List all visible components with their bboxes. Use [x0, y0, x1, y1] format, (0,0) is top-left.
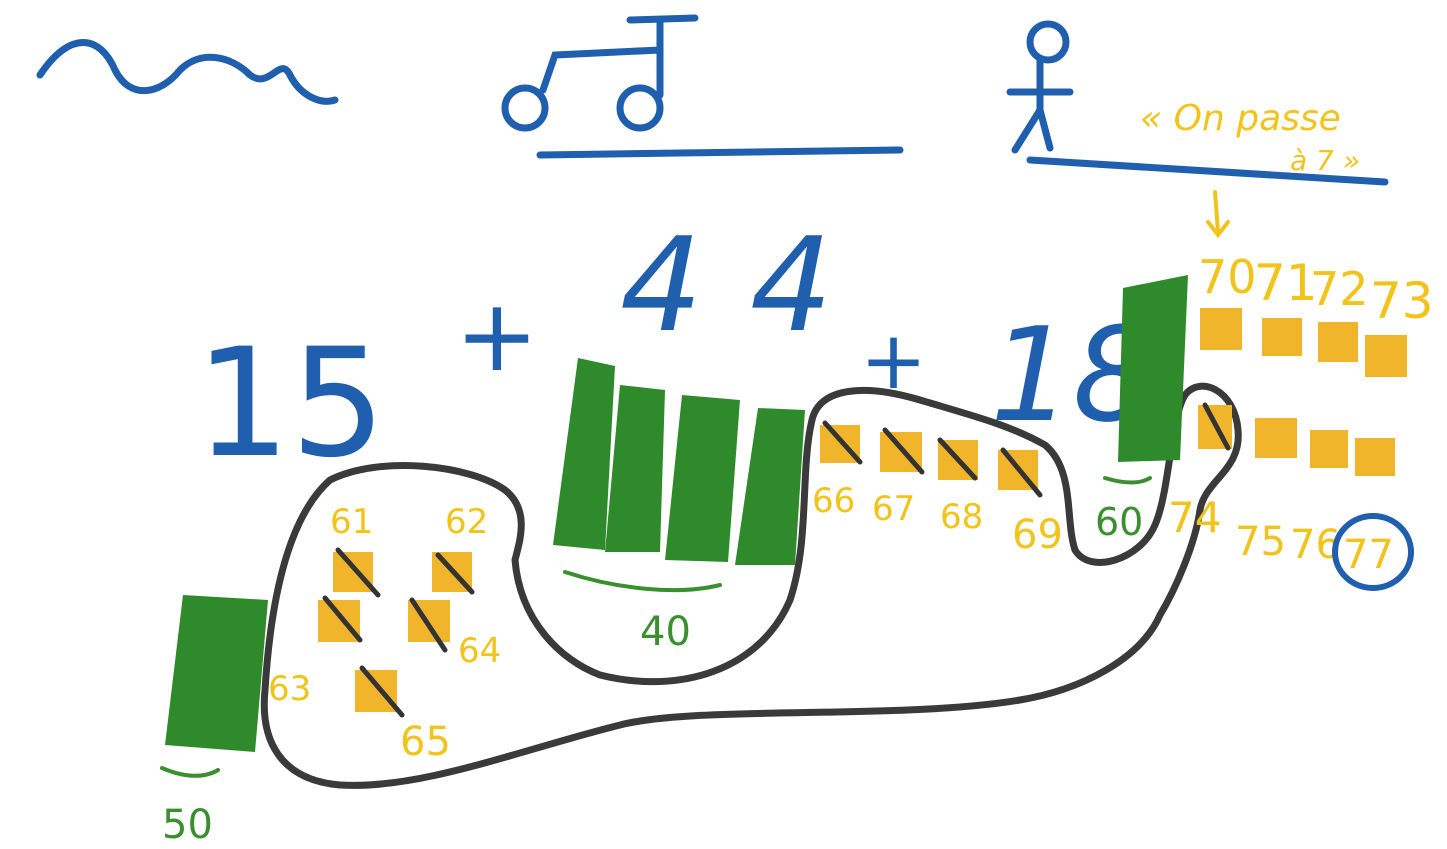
- unit-square-76: [1310, 430, 1348, 468]
- number-71: 71: [1254, 254, 1318, 312]
- number-74: 74: [1168, 493, 1221, 542]
- number-72: 72: [1310, 262, 1369, 316]
- underline-40: [565, 572, 720, 590]
- number-66: 66: [812, 481, 855, 521]
- unit-numbers: 61 62 63 64 65 66 67 68 69 70 71 72 73 7…: [268, 250, 1434, 765]
- number-65: 65: [400, 719, 451, 765]
- ten-block-40d: [735, 408, 805, 565]
- plus-sign-1: +: [455, 277, 539, 394]
- number-75: 75: [1235, 519, 1286, 565]
- arrow-down-icon: [1208, 192, 1228, 235]
- quote-line-2: à 7 »: [1290, 144, 1360, 177]
- quote-line-1: « On passe: [1140, 98, 1341, 139]
- unit-square-71: [1262, 318, 1302, 356]
- unit-square-70: [1200, 308, 1242, 350]
- ten-block-40c: [665, 395, 740, 562]
- equation: 15 + 4 4 + 18: [195, 209, 1155, 491]
- term-15: 15: [195, 317, 386, 491]
- underline-50: [162, 768, 218, 776]
- number-61: 61: [330, 502, 373, 542]
- number-73: 73: [1370, 272, 1434, 330]
- underline-60: [1105, 478, 1150, 483]
- ten-block-40b: [605, 385, 665, 552]
- label-50: 50: [162, 802, 213, 848]
- number-64: 64: [458, 631, 501, 671]
- wave-icon: [40, 43, 335, 102]
- number-77: 77: [1343, 532, 1394, 578]
- unit-square-65: [355, 670, 397, 712]
- ten-block-50: [165, 595, 268, 752]
- unit-square-73: [1365, 335, 1407, 377]
- number-67: 67: [872, 489, 915, 529]
- unit-square-77: [1355, 438, 1395, 476]
- ten-block-40a: [553, 358, 615, 550]
- label-60: 60: [1095, 500, 1143, 544]
- number-63: 63: [268, 669, 311, 709]
- label-40: 40: [640, 609, 691, 655]
- number-70: 70: [1198, 250, 1257, 304]
- unit-square-72: [1318, 322, 1358, 362]
- unit-square-75: [1255, 418, 1297, 458]
- scooter-icon: [505, 18, 900, 155]
- number-62: 62: [445, 502, 488, 542]
- quote-on-passe: « On passe à 7 »: [1140, 98, 1360, 177]
- ten-block-60: [1118, 275, 1188, 462]
- term-44-digit-1: 4: [620, 209, 703, 361]
- number-68: 68: [940, 497, 983, 537]
- number-69: 69: [1012, 512, 1063, 558]
- term-44-digit-2: 4: [750, 209, 833, 361]
